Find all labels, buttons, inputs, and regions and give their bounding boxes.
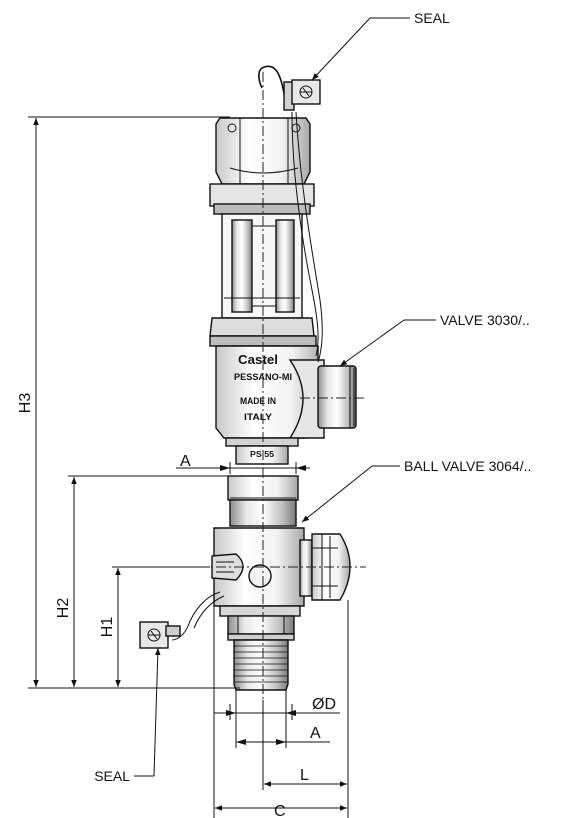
dim-h3-label: H3 [17,393,34,414]
dim-d-label: ØD [312,696,336,713]
cap-flange [209,183,315,207]
callout-valve-3030: VALVE 3030/.. [440,312,530,328]
dim-l-label: L [300,767,309,784]
dim-h1-label: H1 [99,617,116,638]
threaded-connection [233,639,289,691]
valve-outlet-thread [317,365,357,429]
valve-neck [235,445,289,465]
safety-valve-3030: Castel PESSANO-MI MADE IN ITALY PS 55 [209,117,357,465]
made-in-mark: MADE IN [240,396,276,406]
bottom-seal [139,591,225,649]
dimension-lines [28,116,349,818]
callout-leaders [134,17,436,777]
callout-seal-top: SEAL [414,10,450,26]
dim-a-top-label: A [180,453,191,470]
top-seal [258,65,323,363]
italy-mark: ITALY [244,412,272,422]
callout-ball-valve-3064: BALL VALVE 3064/.. [404,458,531,474]
place-mark: PESSANO-MI [234,372,292,383]
ball-port [248,564,272,588]
ps-mark: PS 55 [250,450,275,459]
dim-a-bottom-label: A [310,725,321,742]
brand-mark: Castel [238,352,278,367]
dim-c-label: C [274,803,286,818]
dim-h2-label: H2 [55,598,72,619]
callout-seal-bottom: SEAL [94,768,130,784]
ball-valve-3064 [211,475,351,691]
